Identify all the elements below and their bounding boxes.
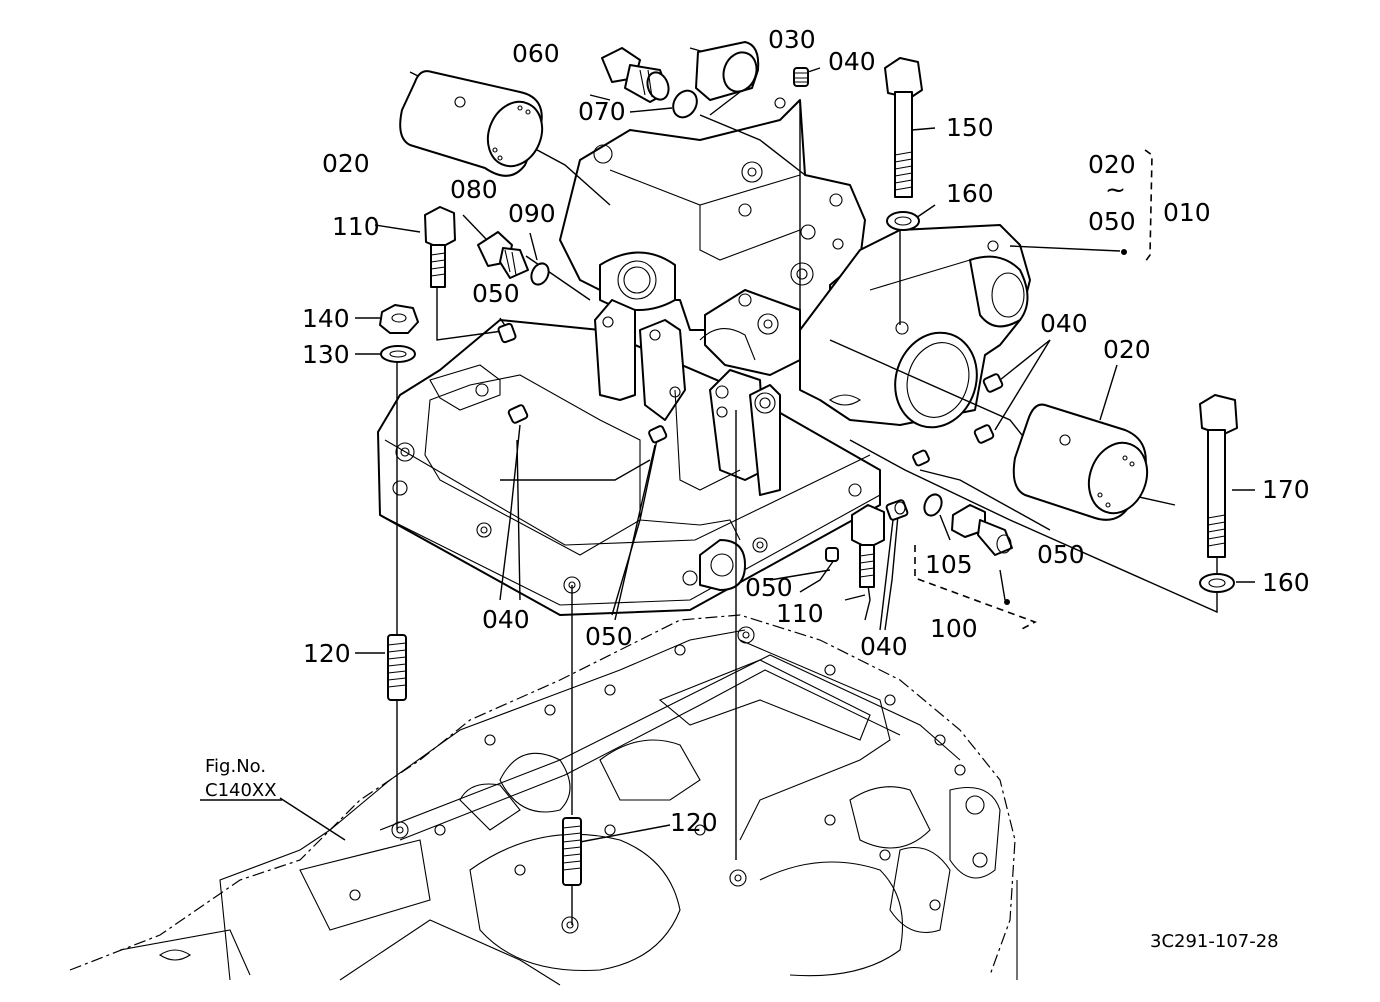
callout-040-left: 040 xyxy=(482,605,530,634)
washer-130 xyxy=(380,345,416,363)
fig-ref-number: C140XX xyxy=(205,780,277,801)
callout-080: 080 xyxy=(450,175,498,204)
callout-130: 130 xyxy=(302,340,350,369)
callout-105: 105 xyxy=(925,550,973,579)
o-ring-070 xyxy=(672,89,698,119)
callout-060: 060 xyxy=(512,39,560,68)
bolt-110-mid xyxy=(851,504,885,588)
callout-160-top: 160 xyxy=(946,179,994,208)
callout-050-bottom: 050 xyxy=(585,622,633,651)
plug-040-top xyxy=(793,67,809,87)
o-ring-105 xyxy=(923,493,943,517)
callout-labels: 060 030 040 070 020 150 160 020 ~ 050 01… xyxy=(302,25,1310,837)
callout-120-left: 120 xyxy=(303,639,351,668)
callout-140: 140 xyxy=(302,304,350,333)
callout-110-top: 110 xyxy=(332,212,380,241)
nut-140 xyxy=(379,304,419,334)
o-ring-090 xyxy=(530,262,550,286)
plug-040-bottom xyxy=(885,499,909,521)
leader-dot-100 xyxy=(1004,599,1010,605)
callout-020-top: 020 xyxy=(322,149,370,178)
stud-120-left xyxy=(387,634,407,701)
drawing-code: 3C291-107-28 xyxy=(1150,931,1279,952)
figure-reference: Fig.No. C140XX xyxy=(200,756,282,801)
bushing-020-right xyxy=(1012,403,1149,521)
callout-020-right: 020 xyxy=(1103,335,1151,364)
washer-160-top xyxy=(886,211,920,231)
fig-ref-label: Fig.No. xyxy=(205,756,266,777)
callout-040-bottom: 040 xyxy=(860,632,908,661)
bolt-150 xyxy=(884,57,923,198)
plug-050-right xyxy=(912,449,930,467)
bolt-170 xyxy=(1199,394,1238,558)
plug-040-center xyxy=(507,404,529,424)
leader-dot-010 xyxy=(1121,249,1127,255)
plug-050-bottom xyxy=(825,547,839,562)
plug-040-right-a xyxy=(982,373,1004,393)
plug-050-left xyxy=(497,322,517,344)
stud-120-mid xyxy=(562,817,582,886)
callout-050-right: 050 xyxy=(1037,540,1085,569)
plug-050-center xyxy=(648,425,668,444)
hydraulic-cover xyxy=(377,97,1031,616)
callout-110-mid: 110 xyxy=(776,599,824,628)
callout-010-range-from: 020 xyxy=(1088,150,1136,179)
callout-040-top: 040 xyxy=(828,47,876,76)
callout-150: 150 xyxy=(946,113,994,142)
collar-030 xyxy=(695,41,760,101)
callout-100: 100 xyxy=(930,614,978,643)
callout-010: 010 xyxy=(1163,198,1211,227)
callout-010-range-to: 050 xyxy=(1088,207,1136,236)
callout-050-a: 050 xyxy=(472,279,520,308)
fitting-080 xyxy=(477,231,529,279)
callout-010-range-tilde: ~ xyxy=(1105,175,1126,204)
callout-040-right: 040 xyxy=(1040,309,1088,338)
callout-090: 090 xyxy=(508,199,556,228)
callout-170: 170 xyxy=(1262,475,1310,504)
fitting-100 xyxy=(951,504,1013,556)
plug-040-right-b xyxy=(973,424,995,444)
washer-160-bottom xyxy=(1199,573,1235,593)
fitting-060 xyxy=(601,47,670,103)
transmission-case xyxy=(69,614,1018,986)
bushing-020-top xyxy=(399,70,544,177)
callout-050-mid: 050 xyxy=(745,573,793,602)
callout-120-mid: 120 xyxy=(670,808,718,837)
callout-030: 030 xyxy=(768,25,816,54)
callout-160-bottom: 160 xyxy=(1262,568,1310,597)
callout-070: 070 xyxy=(578,97,626,126)
bolt-110-top xyxy=(424,206,456,288)
